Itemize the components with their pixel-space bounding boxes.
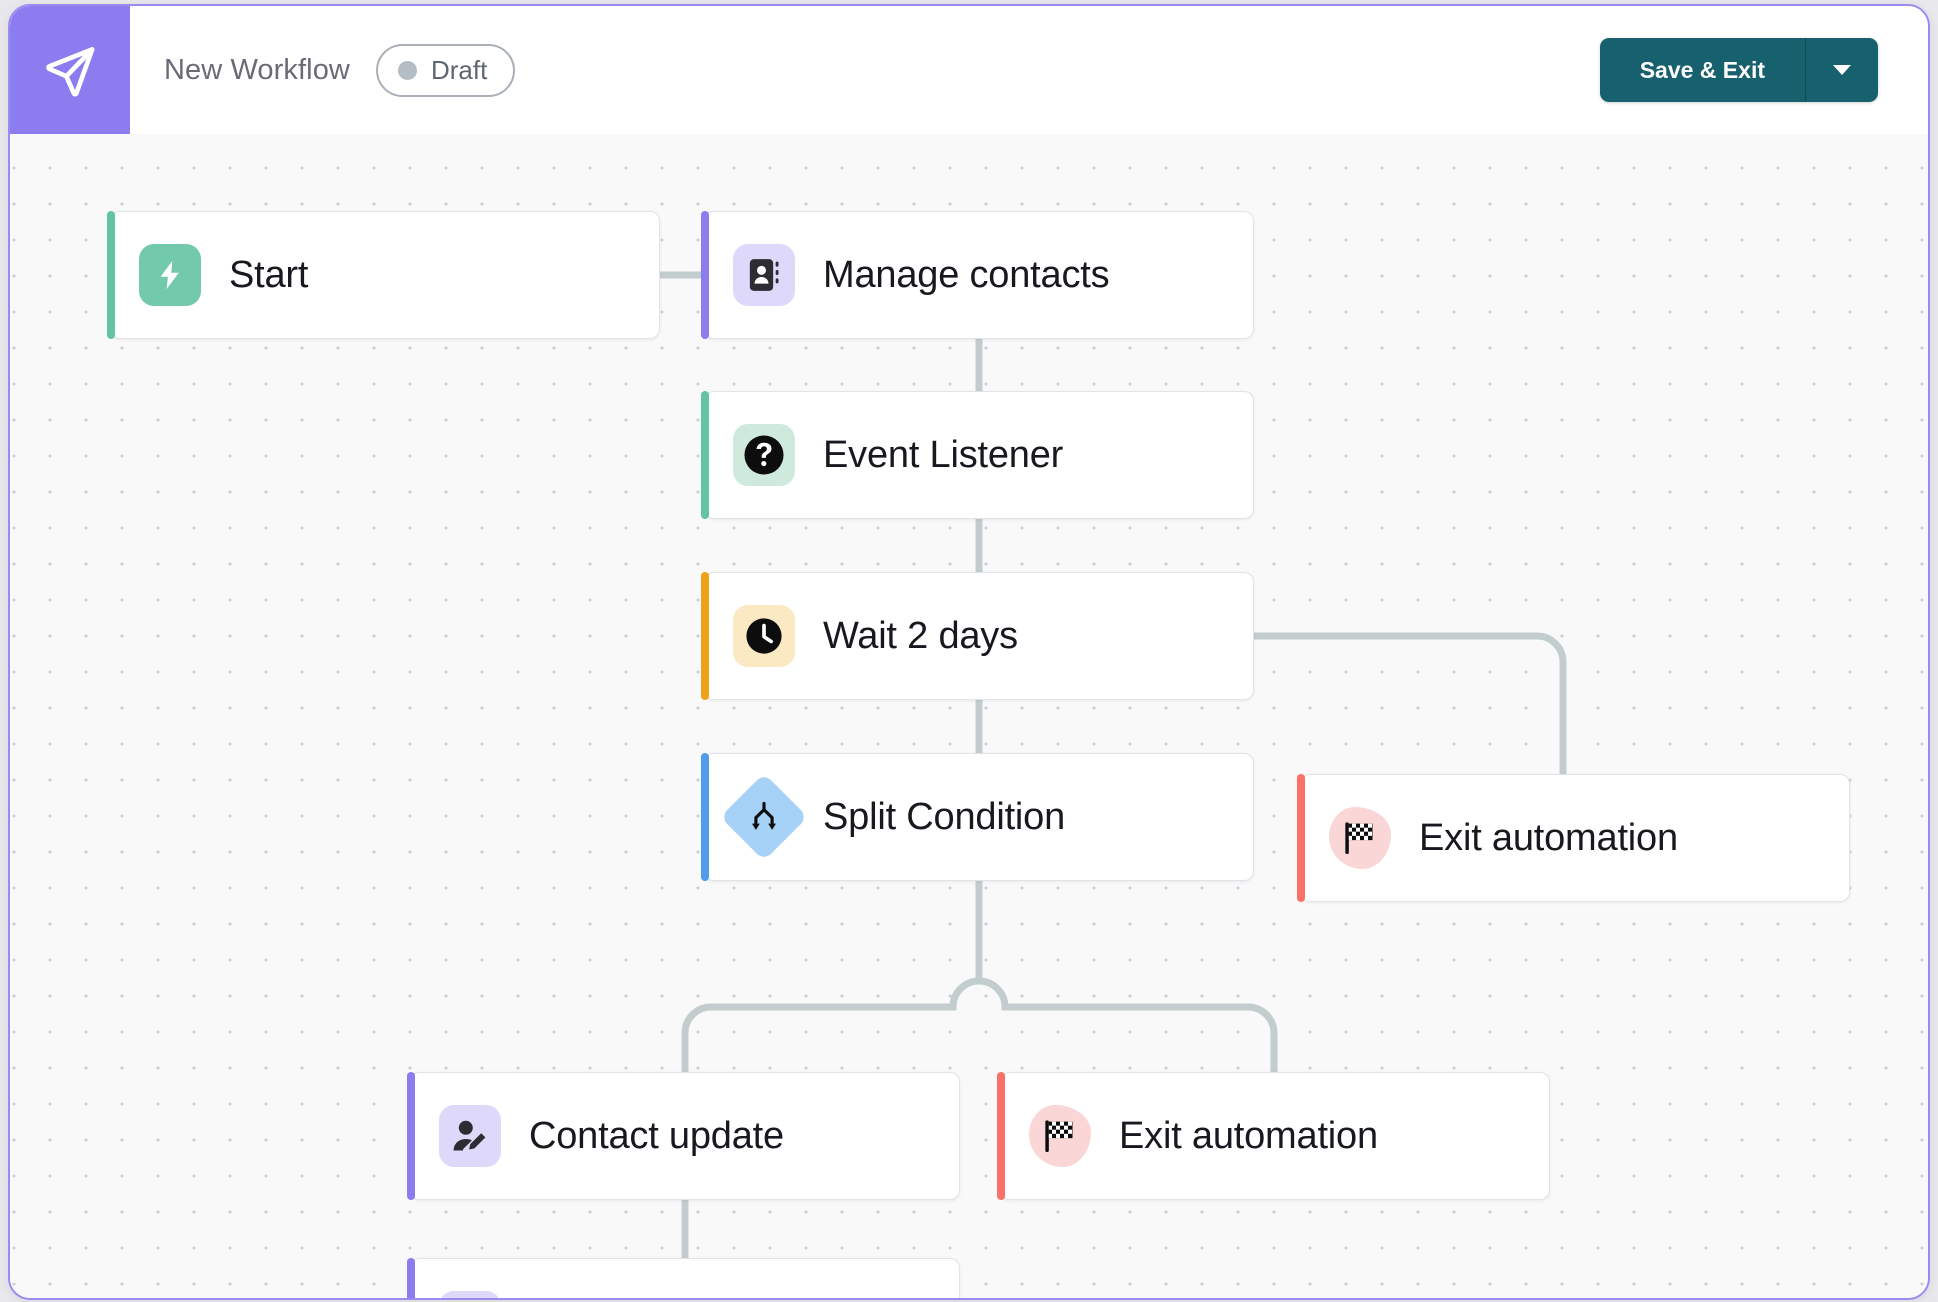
node-contact-update[interactable]: Contact update: [407, 1072, 960, 1200]
node-label: Split Condition: [823, 795, 1066, 838]
edge-wait-to-exit-right: [1254, 632, 1567, 774]
icon-tile: [439, 1105, 501, 1167]
checkered-flag-icon: [1329, 807, 1391, 869]
node-accent-bar: [407, 1072, 415, 1200]
node-accent-bar: [997, 1072, 1005, 1200]
node-label: Exit automation: [1119, 1114, 1378, 1157]
chevron-down-icon: [1833, 65, 1851, 75]
node-exit-automation-right[interactable]: Exit automation: [1297, 774, 1850, 902]
node-split-condition[interactable]: Split Condition: [701, 753, 1254, 881]
status-badge-label: Draft: [430, 54, 488, 85]
node-exit-automation-bottom[interactable]: Exit automation: [997, 1072, 1550, 1200]
clock-icon: [733, 605, 795, 667]
node-accent-bar: [701, 572, 709, 700]
node-accent-bar: [107, 211, 115, 339]
lightning-bolt-icon: [139, 244, 201, 306]
node-clipped-bottom[interactable]: [407, 1258, 960, 1298]
node-event-listener[interactable]: Event Listener: [701, 391, 1254, 519]
paper-plane-icon: [46, 47, 95, 97]
edge-split-to-contact-update: [681, 977, 980, 1072]
app-logo[interactable]: [10, 6, 130, 134]
edge-split-to-exit-bottom: [978, 977, 1278, 1072]
node-accent-bar: [701, 391, 709, 519]
node-label: Manage contacts: [823, 253, 1110, 296]
status-dot-icon: [397, 60, 417, 80]
app-window: New Workflow Draft Save & Exit: [8, 4, 1930, 1300]
node-accent-bar: [1297, 774, 1305, 902]
contact-book-icon: [733, 244, 795, 306]
question-mark-circle-icon: [733, 424, 795, 486]
workflow-canvas[interactable]: Start Manage contacts: [10, 134, 1928, 1298]
person-edit-icon: [439, 1105, 501, 1167]
node-manage-contacts[interactable]: Manage contacts: [701, 211, 1254, 339]
node-start[interactable]: Start: [107, 211, 660, 339]
checkered-flag-icon: [1029, 1105, 1091, 1167]
node-label: Event Listener: [823, 433, 1064, 476]
node-label: Exit automation: [1419, 816, 1678, 859]
node-accent-bar: [701, 753, 709, 881]
node-label: Contact update: [529, 1114, 784, 1157]
save-and-exit-button[interactable]: Save & Exit: [1599, 38, 1806, 102]
split-branch-icon: [720, 773, 808, 861]
node-accent-bar: [407, 1258, 415, 1298]
page-title: New Workflow: [164, 53, 350, 86]
node-icon-clipped: [439, 1291, 501, 1298]
node-label: Wait 2 days: [823, 614, 1018, 657]
topbar-actions: Save & Exit: [1599, 38, 1878, 102]
node-accent-bar: [701, 211, 709, 339]
title-group: New Workflow Draft: [164, 43, 516, 97]
status-badge[interactable]: Draft: [375, 43, 516, 97]
top-bar: New Workflow Draft Save & Exit: [10, 6, 1928, 135]
connector-edges: [660, 271, 1567, 1258]
node-wait-2-days[interactable]: Wait 2 days: [701, 572, 1254, 700]
save-options-dropdown-button[interactable]: [1806, 38, 1878, 102]
icon-tile: [439, 1291, 501, 1298]
node-label: Start: [229, 253, 309, 296]
